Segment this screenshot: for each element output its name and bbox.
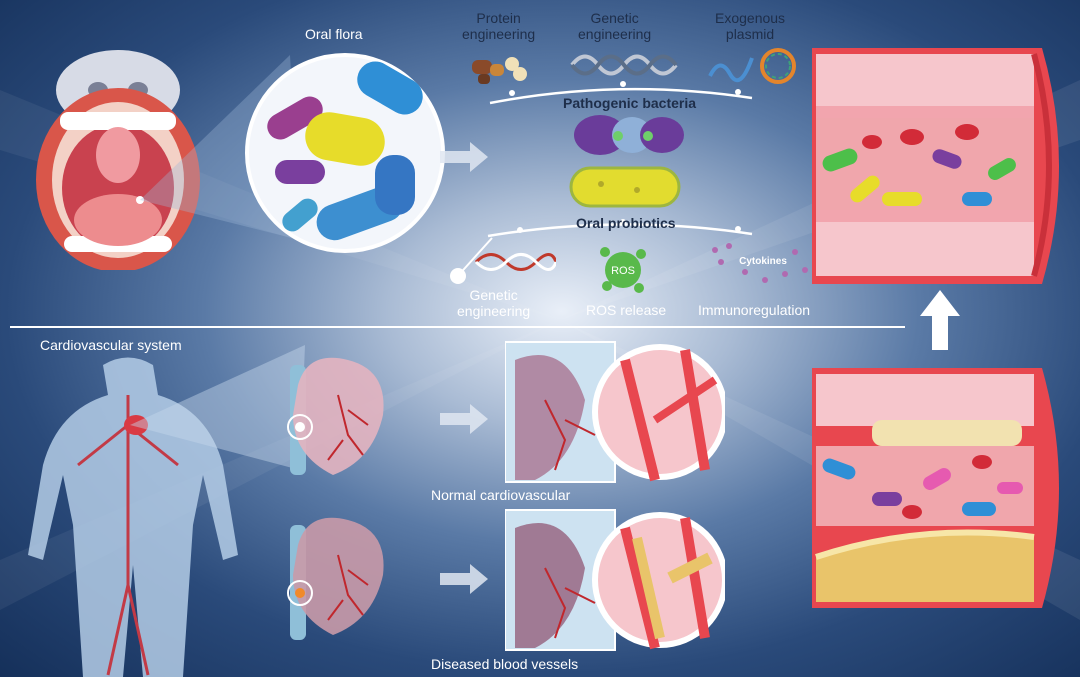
arrow-right-icon-normal (440, 404, 488, 434)
normal-heart-illustration (287, 357, 384, 475)
mechanism-label-genetic: Genetic engineering (457, 287, 531, 319)
open-mouth-illustration (36, 50, 200, 270)
arrow-up-icon (920, 290, 960, 350)
pathogenic-bacteria-illustration (574, 115, 684, 155)
dna-strand-icon (450, 237, 556, 284)
arrow-right-icon-diseased (440, 564, 488, 594)
oral-probiotics-label: Oral probiotics (576, 215, 676, 231)
cytokines-icon: Cytokines (712, 243, 808, 283)
plasmid-icon (708, 48, 796, 84)
tool-label-plasmid: Exogenous plasmid (715, 10, 786, 42)
diseased-heart-illustration (287, 517, 384, 640)
ros-icon: ROS (600, 247, 646, 293)
cytokines-text: Cytokines (739, 256, 787, 267)
human-body-illustration (28, 357, 238, 677)
dna-helix-icon (570, 54, 678, 76)
tool-label-protein: Protein engineering (462, 10, 536, 42)
tool-label-genetic: Genetic engineering (578, 10, 652, 42)
oral-flora-circle (245, 53, 445, 253)
healthy-vessel-with-bacteria (812, 48, 1059, 284)
oral-flora-label: Oral flora (305, 26, 363, 42)
ros-icon-text: ROS (611, 265, 635, 277)
diseased-vessel-with-plaque (812, 368, 1059, 608)
probiotic-bacteria-illustration (569, 166, 681, 208)
arrow-right-icon (440, 142, 488, 172)
diseased-blood-vessels-label: Diseased blood vessels (431, 656, 579, 672)
cardiovascular-system-label: Cardiovascular system (40, 337, 182, 353)
pathogenic-bacteria-label: Pathogenic bacteria (563, 95, 697, 111)
diseased-vessel-panel (505, 509, 725, 651)
normal-cardiovascular-label: Normal cardiovascular (431, 487, 571, 503)
mechanism-label-immunoregulation: Immunoregulation (698, 302, 811, 318)
mechanism-label-ros: ROS release (586, 302, 667, 318)
normal-vessel-panel (505, 341, 725, 483)
protein-icon (472, 57, 527, 84)
